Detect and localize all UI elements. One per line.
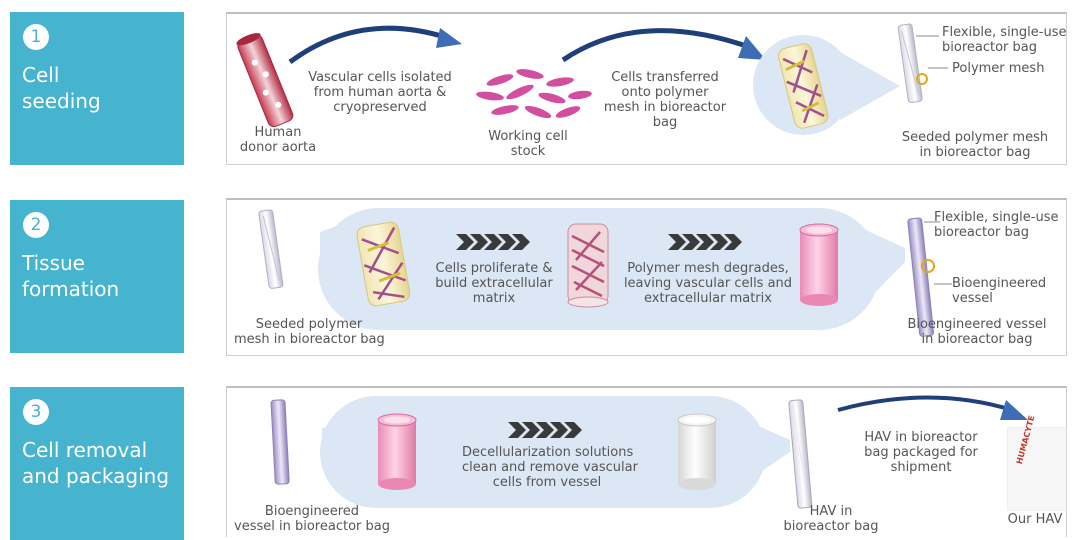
- text-line: build extracellular: [424, 276, 564, 291]
- label-polymer-mesh: Polymer mesh: [952, 61, 1044, 76]
- label-cells-transferred: Cells transferred onto polymer mesh in b…: [600, 70, 730, 130]
- process-chevrons: [456, 232, 532, 256]
- text-line: bag: [600, 115, 730, 130]
- text-line: Bioengineered: [232, 504, 392, 519]
- text-line: donor aorta: [238, 140, 318, 155]
- text-line: Cells proliferate &: [424, 261, 564, 276]
- text-line: cells from vessel: [462, 475, 632, 490]
- zoom-cone: [848, 222, 905, 320]
- label-cells-proliferate: Cells proliferate & build extracellular …: [424, 261, 564, 306]
- label-cells-isolated: Vascular cells isolated from human aorta…: [300, 70, 460, 115]
- zoom-cone: [840, 52, 900, 120]
- text-line: cryopreserved: [300, 100, 460, 115]
- text-line: vessel: [952, 291, 1046, 306]
- label-bioengineered-vessel: Bioengineered vessel: [952, 276, 1046, 306]
- arrowhead: [436, 28, 462, 48]
- text-line: clean and remove vascular: [462, 460, 632, 475]
- text-line: HAV in: [776, 504, 886, 519]
- text-line: Flexible, single-use: [942, 25, 1066, 40]
- text-line: Bioengineered: [952, 276, 1046, 291]
- vessel-white-icon: [678, 414, 716, 490]
- text-line: bioreactor bag: [934, 225, 1058, 240]
- text-line: leaving vascular cells and: [618, 276, 798, 291]
- text-line: Seeded polymer: [234, 317, 384, 332]
- label-seeded-polymer-mesh: Seeded polymer mesh in bioreactor bag: [234, 317, 384, 347]
- arc-arrow: [290, 28, 448, 62]
- label-hav-bioreactor-bag: HAV in bioreactor bag: [776, 504, 886, 534]
- label-seeded-polymer-mesh: Seeded polymer mesh in bioreactor bag: [895, 130, 1055, 160]
- text-line: in bioreactor bag: [895, 145, 1055, 160]
- text-line: Decellularization solutions: [462, 445, 632, 460]
- seeded-bag-icon: [259, 210, 284, 289]
- text-line: Seeded polymer mesh: [895, 130, 1055, 145]
- text-line: vessel in bioreactor bag: [232, 519, 392, 534]
- label-our-hav: Our HAV: [1000, 512, 1070, 527]
- human-aorta-icon: [235, 31, 295, 129]
- text-line: from human aorta &: [300, 85, 460, 100]
- arrowhead: [738, 36, 766, 60]
- chevron-arrow-icon: [668, 232, 744, 252]
- text-line: in bioreactor bag: [892, 332, 1062, 347]
- cell-cluster-icon: [476, 67, 593, 120]
- label-bioengineered-vessel-bag: Bioengineered vessel in bioreactor bag: [892, 317, 1062, 347]
- label-bioreactor-bag: Flexible, single-use bioreactor bag: [934, 210, 1058, 240]
- text-line: stock: [478, 144, 578, 159]
- process-chevrons: [508, 420, 584, 444]
- text-line: extracellular matrix: [618, 291, 798, 306]
- zoom-cone: [740, 418, 790, 486]
- text-line: Cells transferred: [600, 70, 730, 85]
- bioengineered-vessel-bag-icon: [271, 400, 289, 485]
- chevron-arrow-icon: [508, 420, 584, 440]
- label-decellularization: Decellularization solutions clean and re…: [462, 445, 632, 490]
- text-line: Polymer mesh degrades,: [618, 261, 798, 276]
- proliferated-cells-icon: [568, 224, 608, 307]
- text-line: bioreactor bag: [776, 519, 886, 534]
- vessel-pink-icon: [800, 224, 838, 306]
- vessel-pink-icon: [378, 414, 416, 490]
- zoom-cone: [322, 416, 362, 480]
- hav-bag-icon: [789, 400, 812, 509]
- zoom-cone: [320, 218, 360, 300]
- text-line: Vascular cells isolated: [300, 70, 460, 85]
- text-line: Bioengineered vessel: [892, 317, 1062, 332]
- label-hav-packaged: HAV in bioreactor bag packaged for shipm…: [856, 430, 986, 475]
- text-line: mesh in bioreactor bag: [234, 332, 384, 347]
- text-line: bag packaged for: [856, 445, 986, 460]
- arc-arrow: [563, 31, 752, 60]
- label-mesh-degrades: Polymer mesh degrades, leaving vascular …: [618, 261, 798, 306]
- label-bioengineered-vessel-bag: Bioengineered vessel in bioreactor bag: [232, 504, 392, 534]
- label-working-cell-stock: Working cell stock: [478, 129, 578, 159]
- text-line: Flexible, single-use: [934, 210, 1058, 225]
- text-line: HAV in bioreactor: [856, 430, 986, 445]
- text-line: mesh in bioreactor: [600, 100, 730, 115]
- text-line: shipment: [856, 460, 986, 475]
- process-chevrons: [668, 232, 744, 256]
- text-line: Human: [238, 125, 318, 140]
- label-bioreactor-bag: Flexible, single-use bioreactor bag: [942, 25, 1066, 55]
- text-line: matrix: [424, 291, 564, 306]
- text-line: Working cell: [478, 129, 578, 144]
- label-human-donor-aorta: Human donor aorta: [238, 125, 318, 155]
- seeded-mesh-icon: [356, 221, 411, 307]
- arc-arrow: [838, 398, 1012, 411]
- text-line: bioreactor bag: [942, 40, 1066, 55]
- text-line: onto polymer: [600, 85, 730, 100]
- chevron-arrow-icon: [456, 232, 532, 252]
